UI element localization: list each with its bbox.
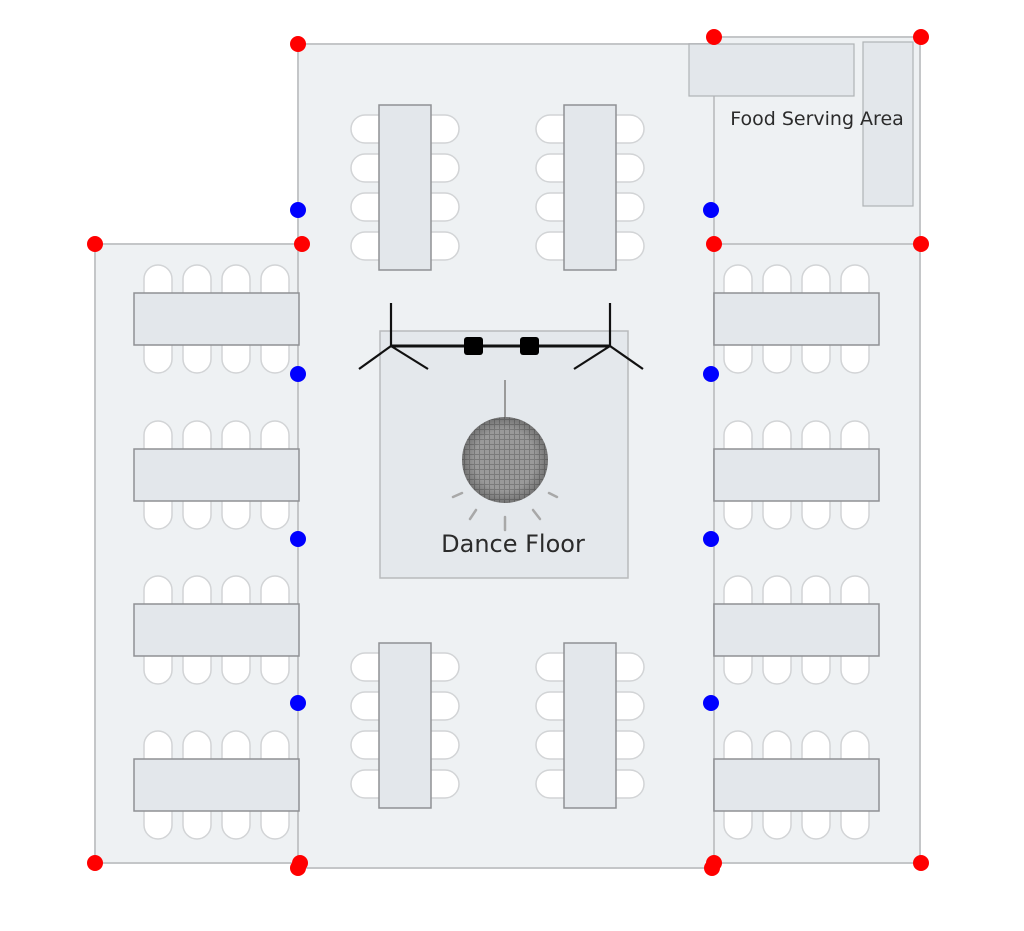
- serving-table-horizontal: [688, 43, 855, 97]
- table: [713, 448, 880, 502]
- door-marker: [290, 695, 306, 711]
- door-marker: [703, 695, 719, 711]
- corner-marker: [913, 855, 929, 871]
- door-marker: [703, 202, 719, 218]
- table: [378, 642, 432, 809]
- table: [133, 603, 300, 657]
- table: [563, 642, 617, 809]
- food-serving-area-label: Food Serving Area: [730, 108, 904, 130]
- truss-stand-right: [573, 303, 644, 370]
- table-group: [535, 642, 645, 809]
- serving-table-vertical: [862, 41, 914, 207]
- corner-marker: [913, 29, 929, 45]
- table: [133, 448, 300, 502]
- corner-marker: [913, 236, 929, 252]
- dance-floor-label: Dance Floor: [441, 530, 585, 558]
- food-serving-tables: [688, 41, 914, 207]
- table: [713, 603, 880, 657]
- corner-marker: [706, 236, 722, 252]
- table-group: [713, 575, 880, 685]
- door-marker: [290, 202, 306, 218]
- table: [713, 758, 880, 812]
- table: [378, 104, 432, 271]
- corner-marker: [294, 236, 310, 252]
- table-group: [133, 730, 300, 840]
- truss-stand-left: [358, 303, 429, 370]
- table-group: [713, 420, 880, 530]
- table-group: [713, 730, 880, 840]
- corner-marker: [87, 855, 103, 871]
- door-marker: [290, 531, 306, 547]
- corner-marker: [706, 29, 722, 45]
- corner-marker: [87, 236, 103, 252]
- corner-marker: [290, 860, 306, 876]
- table: [133, 758, 300, 812]
- markers: [87, 29, 929, 876]
- door-marker: [290, 366, 306, 382]
- spotlight-icon: [464, 337, 483, 355]
- table: [133, 292, 300, 346]
- disco-ball-icon: [451, 380, 559, 532]
- table-group: [133, 264, 300, 374]
- corner-marker: [704, 860, 720, 876]
- dance-floor: Dance Floor: [358, 303, 644, 579]
- table: [563, 104, 617, 271]
- corner-marker: [290, 36, 306, 52]
- table: [713, 292, 880, 346]
- spotlight-icon: [520, 337, 539, 355]
- door-marker: [703, 531, 719, 547]
- table-group: [133, 420, 300, 530]
- table-group: [350, 104, 460, 271]
- door-marker: [703, 366, 719, 382]
- table-group: [133, 575, 300, 685]
- furniture: [133, 104, 880, 840]
- table-group: [350, 642, 460, 809]
- table-group: [535, 104, 645, 271]
- table-group: [713, 264, 880, 374]
